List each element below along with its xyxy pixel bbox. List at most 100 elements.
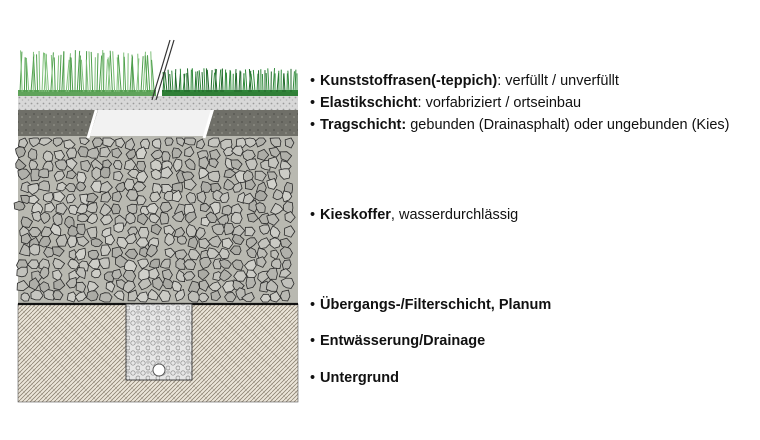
gravel-stone: [152, 276, 164, 291]
gravel-stone: [135, 146, 147, 159]
grass-blade: [146, 55, 151, 93]
grass-blade: [140, 56, 144, 93]
gravel-stone: [42, 192, 54, 203]
label-detail: : vorfabriziert / ortseinbau: [417, 95, 582, 111]
label-detail: , wasserdurchlässig: [390, 207, 519, 223]
gravel-stone: [258, 224, 271, 235]
gravel-stone: [229, 245, 242, 256]
gravel-stone: [283, 225, 296, 238]
gravel-stone: [173, 158, 183, 173]
gravel-stone: [159, 201, 173, 213]
grass-blade: [36, 54, 39, 93]
base-layer-cut: [90, 110, 214, 136]
gravel-stone: [91, 137, 104, 148]
gravel-stone: [53, 191, 66, 203]
grass-blade: [137, 53, 140, 93]
gravel-stone: [209, 149, 221, 161]
gravel-stone: [245, 276, 257, 290]
gravel-stone: [111, 147, 123, 159]
gravel-stone: [17, 168, 31, 181]
gravel-stone: [159, 211, 170, 225]
grass-blade: [243, 73, 246, 93]
gravel-stone: [150, 223, 163, 236]
bullet: •: [310, 207, 316, 223]
gravel-stone: [207, 137, 221, 148]
gravel-stone: [175, 249, 188, 261]
gravel-stone: [90, 238, 104, 248]
grass-blade: [23, 57, 26, 93]
gravel-stone: [38, 235, 52, 248]
gravel-stone: [279, 246, 293, 259]
label-base: •Tragschicht: gebunden (Drainasphalt) od…: [310, 116, 729, 134]
gravel-stone: [222, 280, 237, 293]
gravel-stone: [279, 151, 293, 162]
grass-blade: [79, 59, 83, 93]
gravel-stone: [241, 291, 255, 303]
gravel-stone: [30, 289, 44, 301]
gravel-stone: [230, 159, 243, 171]
gravel-stone: [245, 237, 258, 249]
gravel-stone: [74, 291, 87, 302]
gravel-stone: [198, 167, 210, 180]
grass-blade: [171, 70, 174, 93]
gravel-stone: [124, 137, 136, 151]
grass-blade: [150, 51, 153, 93]
gravel-stone: [67, 235, 78, 248]
gravel-stone: [20, 216, 34, 228]
gravel-stone: [244, 226, 256, 237]
gravel-stone: [231, 233, 245, 245]
gravel-stone: [38, 168, 50, 179]
gravel-stone: [65, 193, 76, 204]
grass-blade: [224, 69, 227, 93]
gravel-stone: [231, 224, 246, 237]
gravel-stone: [171, 182, 184, 193]
gravel-stone: [246, 212, 259, 223]
gravel-stone: [218, 247, 230, 260]
grass-blade: [244, 69, 248, 93]
grass-blade: [197, 71, 200, 93]
gravel-stone: [28, 277, 40, 291]
gravel-stone: [218, 259, 232, 269]
gravel-stone: [174, 288, 186, 302]
gravel-stone: [113, 222, 125, 233]
gravel-stone: [43, 289, 56, 301]
gravel-stone: [244, 158, 258, 171]
gravel-stone: [112, 190, 123, 203]
grass-blade: [80, 59, 85, 93]
grass-blade: [116, 57, 120, 93]
gravel-stone: [185, 192, 197, 204]
gravel-stone: [99, 146, 111, 158]
gravel-stone: [55, 234, 68, 247]
gravel-stone: [139, 138, 151, 150]
gravel-stone: [171, 210, 185, 223]
grass-blade: [85, 51, 88, 93]
label-filter: •Übergangs-/Filterschicht, Planum: [310, 296, 551, 314]
label-gravel: •Kieskoffer, wasserdurchlässig: [310, 206, 518, 224]
grass-blade: [131, 54, 135, 93]
grass-blade: [169, 73, 172, 93]
gravel-stone: [27, 259, 40, 270]
grass-blade: [174, 72, 178, 93]
gravel-stone: [243, 259, 257, 271]
gravel-stone: [104, 233, 116, 246]
gravel-stone: [68, 249, 78, 261]
gravel-stone: [151, 138, 162, 149]
grass-blade: [198, 70, 202, 93]
gravel-stone: [272, 188, 285, 201]
gravel-stone: [13, 200, 26, 211]
gravel-stone: [198, 156, 210, 170]
grass-blade: [100, 50, 104, 93]
grass-blade: [90, 51, 94, 93]
turf-blades: [19, 50, 298, 93]
label-title: Elastikschicht: [320, 95, 418, 111]
elastic-layer: [18, 96, 298, 110]
gravel-stone: [223, 178, 236, 191]
gravel-stone: [198, 279, 210, 292]
gravel-stone: [87, 249, 100, 260]
gravel-stone: [187, 290, 201, 303]
gravel-stone: [66, 169, 77, 180]
gravel-stone: [246, 247, 257, 258]
gravel-stone: [125, 189, 139, 201]
gravel-stone: [52, 290, 64, 301]
gravel-stone: [115, 137, 126, 149]
